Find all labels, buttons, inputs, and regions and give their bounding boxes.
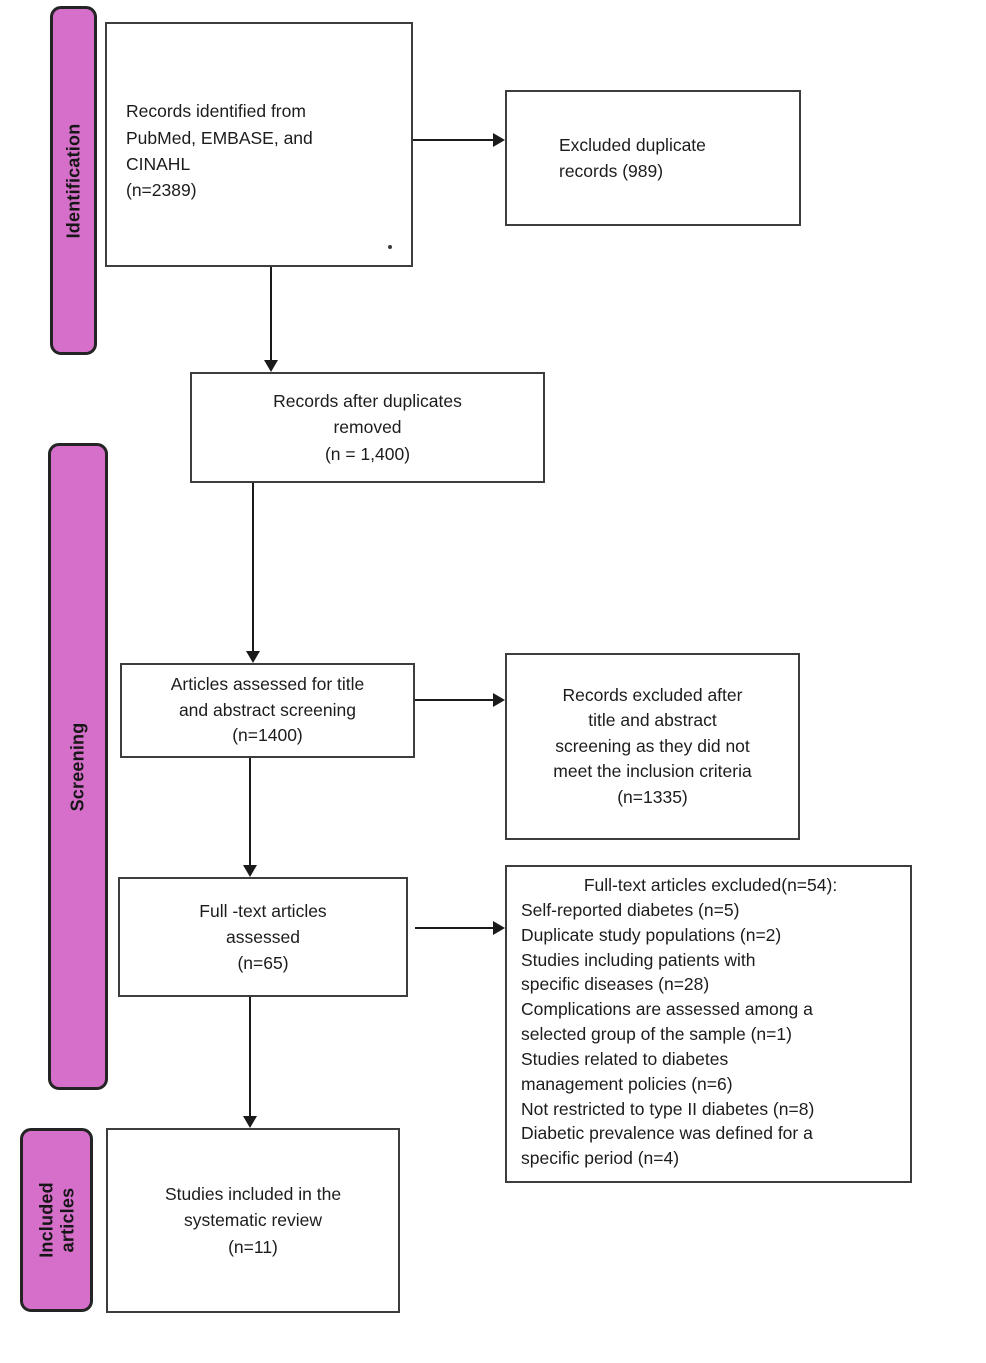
box-records-identified: Records identified from PubMed, EMBASE, … bbox=[105, 22, 413, 267]
stage-label-identification: Identification bbox=[63, 123, 84, 238]
fulltext-excluded-item: Diabetic prevalence was defined for a sp… bbox=[521, 1123, 813, 1169]
stage-bar-identification: Identification bbox=[50, 6, 97, 355]
fulltext-excluded-item: Complications are assessed among a selec… bbox=[521, 999, 813, 1045]
box-fulltext-excluded: Full-text articles excluded(n=54): Self-… bbox=[505, 865, 912, 1183]
arrow-line-screening-to-excluded bbox=[415, 699, 495, 701]
box-excluded-duplicates: Excluded duplicate records (989) bbox=[505, 90, 801, 226]
box-included-studies: Studies included in the systematic revie… bbox=[106, 1128, 400, 1313]
box-records-identified-text: Records identified from PubMed, EMBASE, … bbox=[126, 101, 313, 200]
stage-label-screening: Screening bbox=[67, 722, 88, 811]
arrowhead-fulltext-to-included bbox=[243, 1116, 257, 1128]
fulltext-excluded-item: Duplicate study populations (n=2) bbox=[521, 924, 782, 945]
arrowhead-fulltext-to-excluded bbox=[493, 921, 505, 935]
arrowhead-identified-to-deduped bbox=[264, 360, 278, 372]
arrowhead-deduped-to-screening bbox=[246, 651, 260, 663]
box-title-abstract-screening-text: Articles assessed for title and abstract… bbox=[170, 674, 365, 746]
box-fulltext-assessed: Full -text articles assessed (n=65) bbox=[118, 877, 408, 997]
fulltext-excluded-item: Self-reported diabetes (n=5) bbox=[521, 899, 740, 920]
stage-bar-screening: Screening bbox=[48, 443, 108, 1090]
stage-label-included-articles: Included articles bbox=[35, 1182, 77, 1258]
fulltext-excluded-item: Studies related to diabetes management p… bbox=[521, 1048, 733, 1094]
fulltext-excluded-title: Full-text articles excluded(n=54): bbox=[583, 875, 838, 895]
arrow-line-screening-to-fulltext bbox=[249, 758, 251, 866]
box-included-studies-text: Studies included in the systematic revie… bbox=[164, 1184, 342, 1257]
arrow-line-deduped-to-screening bbox=[252, 483, 254, 653]
fulltext-excluded-item: Studies including patients with specific… bbox=[521, 949, 756, 995]
arrow-line-identified-to-duplicates bbox=[413, 139, 495, 141]
box-fulltext-assessed-text: Full -text articles assessed (n=65) bbox=[199, 900, 327, 974]
fulltext-excluded-item: Not restricted to type II diabetes (n=8) bbox=[521, 1098, 815, 1119]
arrow-line-identified-to-deduped bbox=[270, 267, 272, 362]
box-after-duplicates-removed-text: Records after duplicates removed (n = 1,… bbox=[273, 391, 462, 464]
arrowhead-identified-to-duplicates bbox=[493, 133, 505, 147]
arrowhead-screening-to-excluded bbox=[493, 693, 505, 707]
box-excluded-duplicates-text: Excluded duplicate records (989) bbox=[559, 134, 706, 181]
box-title-abstract-screening: Articles assessed for title and abstract… bbox=[120, 663, 415, 758]
stage-bar-included-articles: Included articles bbox=[20, 1128, 93, 1312]
arrow-line-fulltext-to-included bbox=[249, 997, 251, 1117]
stray-dot bbox=[388, 245, 392, 249]
box-after-duplicates-removed: Records after duplicates removed (n = 1,… bbox=[190, 372, 545, 483]
arrowhead-screening-to-fulltext bbox=[243, 865, 257, 877]
box-records-excluded-screening-text: Records excluded after title and abstrac… bbox=[553, 685, 752, 807]
box-records-excluded-screening: Records excluded after title and abstrac… bbox=[505, 653, 800, 840]
arrow-line-fulltext-to-excluded bbox=[415, 927, 495, 929]
